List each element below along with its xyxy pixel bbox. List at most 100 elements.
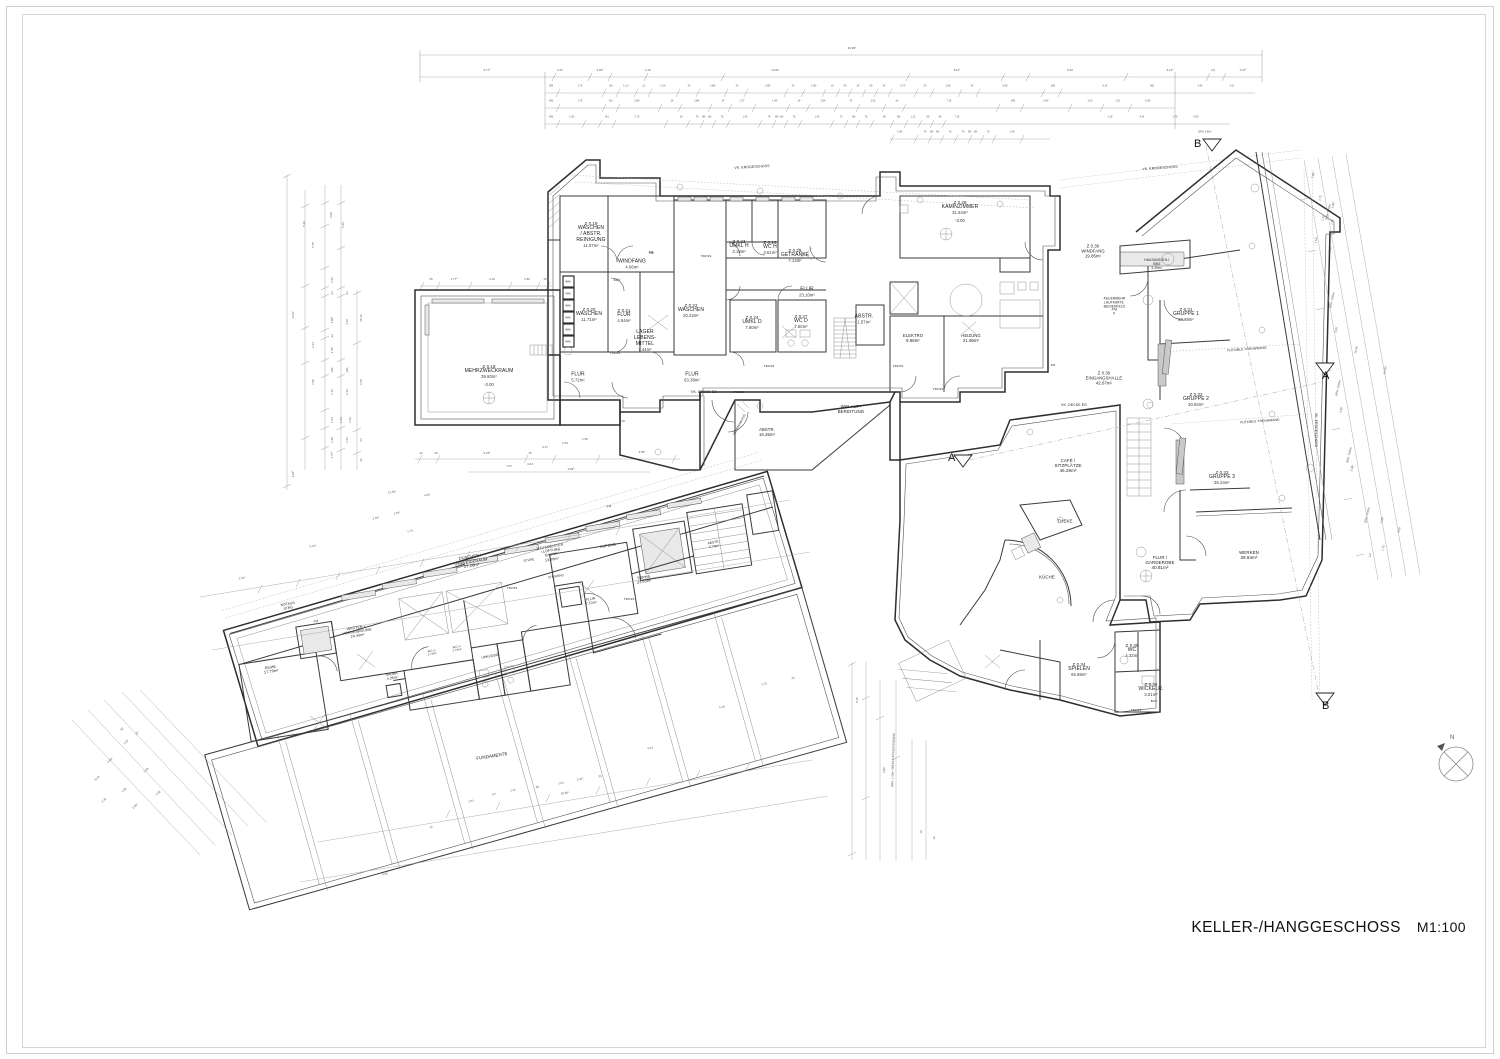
dim-left-18: 1.76 (330, 389, 334, 395)
ww-aufbereitung: WW-AUF-BEREITUNG (837, 403, 865, 414)
dim-chain-top-2-3: 2.76 (645, 68, 651, 72)
dim-swwing-20: 24 (598, 773, 602, 779)
dim-left-2: 2.13 (311, 342, 315, 348)
section-marker-b-1322: B (1322, 700, 1330, 712)
dim-chain-top-5-8: 88⁵ (702, 115, 706, 119)
dim-chain-top-5-25: 4.34 (1139, 115, 1145, 119)
t30-1: T30 (648, 251, 654, 256)
buv-bottom: BUV (1150, 699, 1158, 704)
dim-chain-top-3-3: 1.13⁵ (623, 84, 629, 88)
dim-chain-top-4-17: 2.00 (1087, 99, 1093, 103)
dim-topleft-16: 2.84⁵ (567, 467, 575, 471)
dim-chain-top-4-14: 7.26 (946, 99, 952, 103)
dim-chain-top-3-7: 2.88⁵ (710, 84, 716, 88)
room-name: GRUPPE 1 (1172, 311, 1200, 318)
dim-left-16: |49| (330, 367, 334, 373)
t30ss-2: T30/SS (700, 254, 712, 259)
room-area: 11.71m² (581, 317, 597, 323)
dim-chain-top-4-11: 24 (849, 99, 853, 103)
dim-topleft-10: 2.43 (562, 441, 568, 445)
t30ss-5: T30/SS (763, 364, 775, 369)
dim-chain-top-4-3: 2.88⁵ (634, 99, 640, 103)
dim-chain-top-3-8: 24 (735, 84, 739, 88)
south-central-block (894, 404, 1161, 717)
room-area: 4.84m² (617, 318, 631, 324)
room-area: 30.82m² (1188, 402, 1204, 408)
dim-chain-top-4-1: 2.76 (577, 99, 583, 103)
room-area: 11.07m² (583, 243, 599, 249)
room-name: WASCHEN/ ABSTR.REINIGUNG (576, 225, 606, 244)
dim-left-5: 2.00 (329, 212, 333, 218)
dim-chain-top-5-16: 86⁵ (852, 115, 856, 119)
dim-left-15: 25.16 (359, 314, 363, 322)
room-name: WC D (794, 318, 808, 325)
room-area: 20.22m² (683, 313, 699, 319)
room-name: GETRÄNKE (780, 252, 810, 259)
dim-chain-top-6-3: 76 (948, 130, 952, 134)
page-title: KELLER-/HANGGESCHOSS (1191, 919, 1401, 936)
dim-chain-top-3-10: 24 (791, 84, 795, 88)
dim-topleft-4: 15 (543, 277, 547, 281)
dim-chain-top-5-1: 1.30⁵ (569, 115, 575, 119)
dim-left-23: 1.22 (348, 417, 352, 423)
section-lines (953, 138, 1335, 706)
dim-chain-top-3-1: 2.76 (577, 84, 583, 88)
fm-4: FM (313, 618, 319, 624)
room-name: WINDFANG (618, 258, 646, 265)
t30ss-8: T30/SS (623, 597, 635, 602)
room-name: MEHRZWECKRAUM (464, 368, 514, 375)
room-area: 7.50m² (794, 324, 808, 330)
dim-left-3: 7.09 (311, 379, 315, 385)
dim-left-12: 4.26 (345, 319, 349, 325)
dim-chain-top-4-12: 2.93 (870, 99, 876, 103)
room-elevation: -3.00 (955, 218, 965, 224)
dim-chain-top-5-3: 2.76 (634, 115, 640, 119)
room-name: GRUPPE 3 (1208, 474, 1236, 481)
room-area: 3.01m² (1144, 692, 1158, 698)
dim-centerbottom-3: 12 (931, 836, 937, 840)
dim-left-1: 5.75 (311, 242, 315, 248)
dim-chain-top-6-1: 76 (923, 130, 927, 134)
dim-topleft-7: 6.23⁵ (483, 451, 491, 455)
dim-swwing-17: .93 (534, 784, 540, 790)
dim-chain-top-5-5: 76 (695, 115, 699, 119)
dim-chain-top-5-24: 1.18 (1107, 115, 1113, 119)
room-area: 33.69m² (1178, 317, 1194, 323)
dim-chain-top-2-9: 2.47⁵ (1239, 68, 1247, 72)
dim-chain-top-3-17: 1.74⁵ (900, 84, 906, 88)
dim-left-25: 1.61 (345, 437, 349, 443)
room-area: 31.64m² (952, 210, 968, 216)
dim-left-9: 24 (330, 291, 334, 295)
fm-3: FM (606, 503, 612, 509)
dim-chain-top-5-14: 1.24 (814, 115, 820, 119)
dim-chain-top-6-6: 86⁵ (974, 130, 978, 134)
room-code: Z 0.19 (584, 221, 598, 227)
dim-chain-top-2-0: 6.77⁵ (483, 68, 491, 72)
t30ss-4: T30/SS (932, 387, 944, 392)
dim-chain-top-3-0: |49| (549, 84, 553, 88)
dim-left-13: 24 (330, 334, 334, 338)
dim-chain-top-5-11: 86⁵ (780, 115, 784, 119)
dim-chain-top-4-16: 2.69⁵ (1043, 99, 1049, 103)
dimension-lines-top (419, 50, 1263, 144)
dim-topleft-14: 7.07 (506, 464, 512, 468)
dim-swwing-15: 11⁵ (491, 791, 497, 797)
wm-label-5: WM (565, 339, 571, 344)
dimension-lines-center-bottom (847, 661, 927, 860)
dim-chain-top-3-22: |49| (1051, 84, 1055, 88)
dim-centerbottom-2: 12 (918, 830, 924, 834)
dim-chain-top-4-18: 1.51 (1115, 99, 1121, 103)
central-corridor (619, 391, 901, 471)
dim-chain-top-5-9: 1.24 (742, 115, 748, 119)
dim-left-20: 6.35 (359, 379, 363, 385)
section-marker-a-1322: A (1322, 370, 1330, 382)
